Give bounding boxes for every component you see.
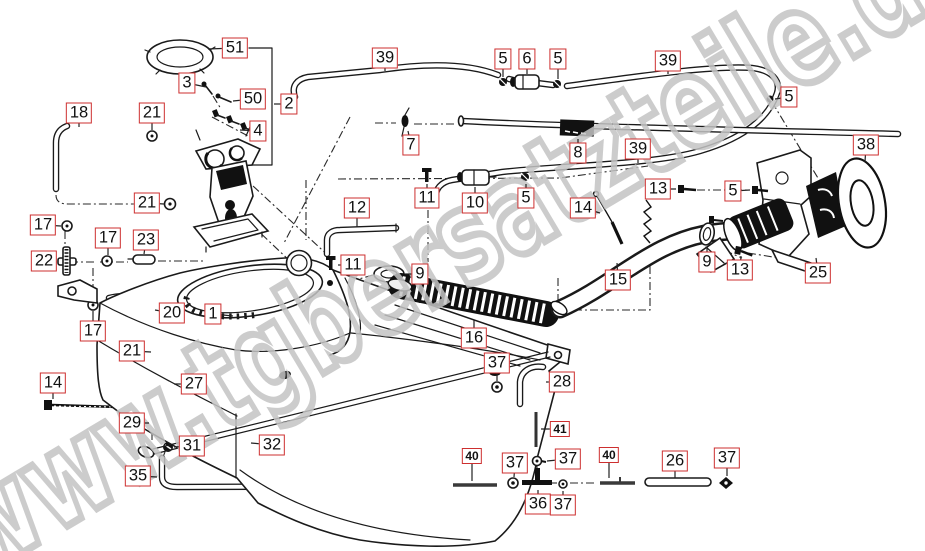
callout-37[interactable]: 37 [554, 448, 582, 470]
callout-37[interactable]: 37 [713, 447, 741, 469]
callout-5[interactable]: 5 [494, 48, 512, 70]
callout-9[interactable]: 9 [698, 251, 716, 273]
grommet-7 [401, 107, 410, 137]
callout-10[interactable]: 10 [461, 192, 489, 214]
corrugated-hose-16 [387, 273, 559, 327]
callout-13[interactable]: 13 [726, 259, 754, 281]
clip-5-top-right [765, 94, 775, 104]
fitting-23 [127, 254, 156, 265]
tee-36 [522, 468, 552, 485]
clip-5-c [520, 172, 530, 182]
callout-18[interactable]: 18 [65, 102, 93, 124]
bolt-11-mid [326, 256, 336, 270]
callout-51[interactable]: 51 [221, 37, 249, 59]
callout-13[interactable]: 13 [644, 178, 672, 200]
nut-37-a [491, 381, 503, 393]
callout-50[interactable]: 50 [239, 88, 267, 110]
bolt-13-a [678, 185, 697, 193]
callout-9[interactable]: 9 [411, 263, 429, 285]
callout-40[interactable]: 40 [461, 448, 483, 464]
strip-26 [644, 477, 712, 487]
nut-37-b [507, 477, 519, 489]
fuel-filter-6 [510, 74, 540, 90]
clip-5-a [498, 77, 508, 87]
callout-21[interactable]: 21 [138, 102, 166, 124]
callout-3[interactable]: 3 [178, 72, 196, 94]
callout-32[interactable]: 32 [258, 434, 286, 456]
callout-39[interactable]: 39 [371, 47, 399, 69]
callout-23[interactable]: 23 [132, 229, 160, 251]
callout-8[interactable]: 8 [569, 142, 587, 164]
nut-37-c [558, 479, 568, 489]
callout-26[interactable]: 26 [661, 450, 689, 472]
callout-5[interactable]: 5 [724, 180, 742, 202]
clamp-9-right [698, 222, 716, 246]
callout-21[interactable]: 21 [118, 340, 146, 362]
callout-36[interactable]: 36 [524, 493, 552, 515]
ring-21-top [146, 130, 158, 142]
clip-5-b [552, 79, 562, 89]
fuel-filter-10 [457, 169, 497, 186]
callout-17[interactable]: 17 [94, 227, 122, 249]
callout-28[interactable]: 28 [548, 371, 576, 393]
ring-21-mid [163, 197, 177, 211]
callout-6[interactable]: 6 [518, 48, 536, 70]
ring-17-b [101, 255, 113, 267]
callout-27[interactable]: 27 [180, 373, 208, 395]
fuel-tank [57, 249, 571, 547]
callout-37[interactable]: 37 [501, 452, 529, 474]
callout-5[interactable]: 5 [780, 86, 798, 108]
callout-5[interactable]: 5 [517, 187, 535, 209]
callout-17[interactable]: 17 [29, 214, 57, 236]
callout-12[interactable]: 12 [343, 197, 371, 219]
pump-cylinder [723, 198, 794, 252]
bottom-fittings [453, 363, 733, 489]
bolt-5-r [752, 186, 769, 194]
bolt-small [709, 216, 724, 223]
washer-37 [531, 455, 547, 467]
ring-17-a [61, 220, 73, 232]
ring-38 [836, 157, 888, 249]
callout-14[interactable]: 14 [569, 197, 597, 219]
callout-39[interactable]: 39 [624, 138, 652, 160]
callout-11[interactable]: 11 [414, 187, 440, 209]
bolt-11-top [422, 168, 432, 182]
callout-21[interactable]: 21 [133, 192, 161, 214]
callout-41[interactable]: 41 [549, 421, 571, 437]
sender-needle-14 [592, 190, 624, 245]
nut-37-d [719, 477, 733, 489]
filler-ring [144, 39, 216, 75]
callout-14[interactable]: 14 [39, 372, 67, 394]
tee-fitting-22 [57, 246, 77, 276]
filler-neck-assembly [678, 94, 888, 278]
callout-7[interactable]: 7 [402, 134, 420, 156]
callout-4[interactable]: 4 [249, 120, 267, 142]
callout-31[interactable]: 31 [178, 435, 206, 457]
callout-2[interactable]: 2 [280, 93, 298, 115]
callout-37[interactable]: 37 [549, 494, 577, 516]
callout-5[interactable]: 5 [549, 48, 567, 70]
callout-37[interactable]: 37 [483, 352, 511, 374]
filler-tube-15 [550, 190, 757, 319]
callout-38[interactable]: 38 [852, 134, 880, 156]
callout-29[interactable]: 29 [118, 412, 146, 434]
callout-40[interactable]: 40 [598, 447, 620, 463]
callout-20[interactable]: 20 [158, 302, 186, 324]
callout-11[interactable]: 11 [340, 254, 366, 276]
callout-35[interactable]: 35 [124, 465, 152, 487]
callout-16[interactable]: 16 [460, 327, 488, 349]
callout-25[interactable]: 25 [804, 262, 832, 284]
callout-1[interactable]: 1 [204, 303, 222, 325]
callout-17[interactable]: 17 [79, 320, 107, 342]
callout-22[interactable]: 22 [30, 250, 58, 272]
callout-15[interactable]: 15 [604, 269, 632, 291]
fuel-pump-assembly [192, 47, 273, 253]
callout-39[interactable]: 39 [654, 50, 682, 72]
bolt-13-b [734, 245, 753, 257]
